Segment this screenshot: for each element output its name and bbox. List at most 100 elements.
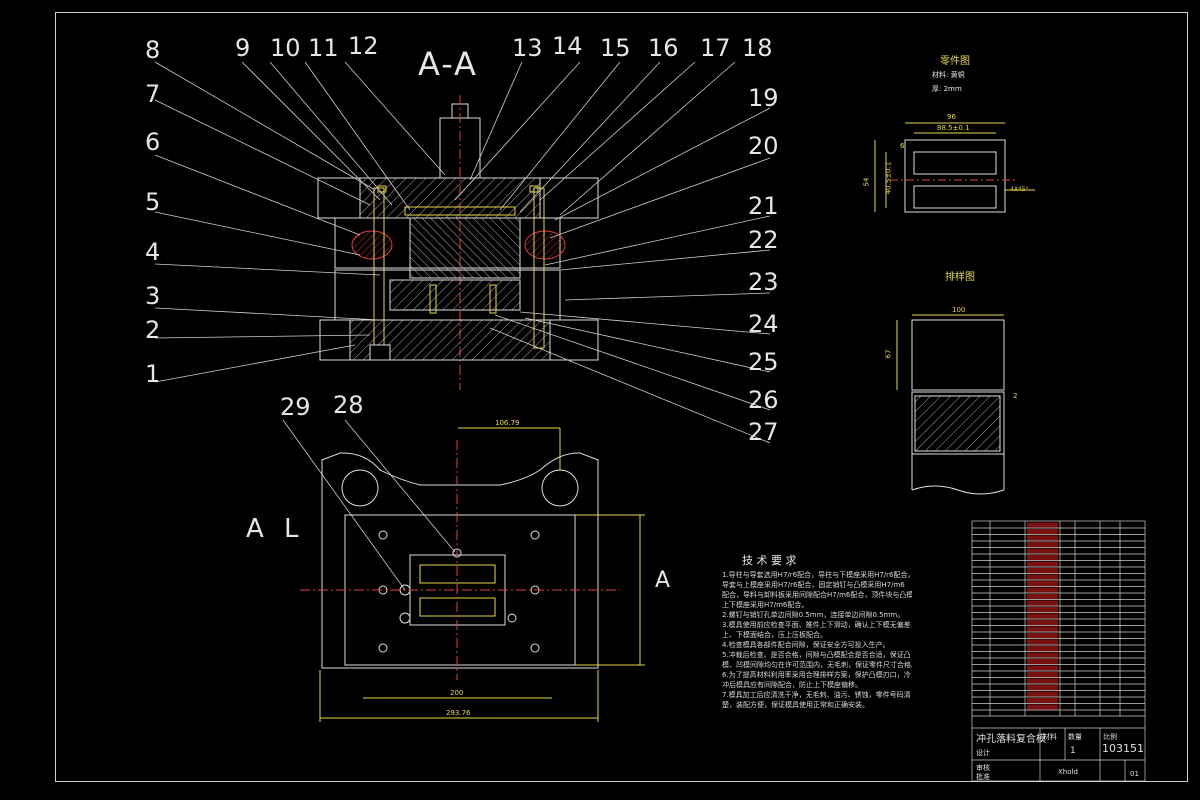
tech-line: 1.导柱与导套选用H7/r6配合，导柱与下模座采用H7/r6配合， xyxy=(722,571,912,579)
tech-requirements-title: 技 术 要 求 xyxy=(742,554,797,567)
parts-list-cell xyxy=(1027,574,1058,580)
parts-list-cell xyxy=(1027,639,1058,645)
part-view-thickness: 厚: 2mm xyxy=(932,85,962,93)
balloon-22: 22 xyxy=(748,226,779,254)
tech-line: 导套与上模座采用H7/r6配合，固定销钉与凸模采用H7/m6 xyxy=(722,581,905,589)
section-label: A-A xyxy=(418,45,478,83)
title-block-name: 冲孔落料复合模 xyxy=(976,734,1046,745)
parts-list-cell xyxy=(1027,672,1058,677)
dim-plan-width: 106.79 xyxy=(495,419,520,427)
balloon-3: 3 xyxy=(145,282,161,310)
view-label-right: A xyxy=(655,568,671,593)
balloon-13: 13 xyxy=(512,34,543,62)
balloon-7: 7 xyxy=(145,80,161,108)
section-view xyxy=(317,95,599,390)
title-block-drawing-no: 103151 xyxy=(1102,742,1144,755)
balloon-8: 8 xyxy=(145,36,161,64)
tech-line: 上、下模面结合，压上压板配合。 xyxy=(722,631,827,639)
plan-view xyxy=(300,427,645,722)
title-block-red-cells xyxy=(1027,522,1058,710)
parts-list-cell xyxy=(1027,633,1058,638)
balloon-17: 17 xyxy=(700,34,731,62)
title-block-page: 01 xyxy=(1130,770,1139,778)
parts-list-cell xyxy=(1027,678,1058,684)
title-block-material-label: 材料 xyxy=(1043,733,1057,741)
balloon-21: 21 xyxy=(748,192,779,220)
parts-list-cell xyxy=(1027,620,1058,625)
part-view-title: 零件图 xyxy=(940,56,970,67)
dim-strip-100: 100 xyxy=(952,306,966,314)
title-block-sheet: 1 xyxy=(1070,746,1076,756)
balloon-27: 27 xyxy=(748,418,779,446)
balloon-23: 23 xyxy=(748,268,779,296)
title-block-designer-label: 设计 xyxy=(976,749,990,757)
tech-line: 4.检查模具各部件配合间隙，保证安全方可投入生产。 xyxy=(722,641,890,649)
parts-list-cell xyxy=(1027,522,1058,528)
dim-part-88: 88.5±0.1 xyxy=(937,124,970,132)
tech-line: 冲后模具应有间隙配合，防止上下模座偏移。 xyxy=(722,681,862,689)
dim-part-40: 40.5±0.1 xyxy=(884,161,893,195)
parts-list-cell xyxy=(1027,561,1058,567)
title-block-scale-label: 比例 xyxy=(1103,733,1117,741)
parts-list-cell xyxy=(1027,613,1058,619)
parts-list-cell xyxy=(1027,607,1058,612)
balloon-11: 11 xyxy=(308,34,339,62)
view-label-left: A L xyxy=(246,514,305,544)
parts-list-cell xyxy=(1027,555,1058,560)
parts-list-cell xyxy=(1027,626,1058,632)
parts-list-cell xyxy=(1027,587,1058,593)
parts-list-cell xyxy=(1027,535,1058,541)
tech-line: 模、凹模间隙均匀在许可范围内，无毛刺，保证零件尺寸合格。 xyxy=(722,661,912,669)
dim-part-chamfer: 4X45° xyxy=(1010,186,1029,193)
dim-plan-inner: 200 xyxy=(450,689,464,697)
parts-list-cell xyxy=(1027,542,1058,547)
balloon-14: 14 xyxy=(552,32,583,60)
parts-list-cell xyxy=(1027,652,1058,658)
title-block-approve-label: 批准 xyxy=(976,773,990,781)
part-view-material: 材料: 黄铜 xyxy=(932,71,965,79)
tech-line: 7.模具加工后应清洗干净，无毛刺、油污、锈蚀，零件号码清 xyxy=(722,691,911,699)
balloon-16: 16 xyxy=(648,34,679,62)
title-block-checker-label: 审核 xyxy=(976,764,990,772)
balloon-15: 15 xyxy=(600,34,631,62)
balloon-12: 12 xyxy=(348,32,379,60)
balloon-24: 24 xyxy=(748,310,779,338)
parts-list-cell xyxy=(1027,594,1058,599)
dim-part-6: 6 xyxy=(900,142,905,150)
balloon-19: 19 xyxy=(748,84,779,112)
tech-line: 5.冲裁后检查、是否合格，间隙与凸模配合是否合适，保证凸 xyxy=(722,651,911,659)
leader-lines xyxy=(154,61,771,591)
balloon-20: 20 xyxy=(748,132,779,160)
tech-line: 2.螺钉与销钉孔单边间隙0.5mm，连接单边间隙0.5mm。 xyxy=(722,611,905,619)
tech-line: 楚，装配方便，保证模具使用正常和正确安装。 xyxy=(722,701,869,709)
parts-list-cell xyxy=(1027,600,1058,606)
balloon-9: 9 xyxy=(235,34,251,62)
title-block-school: Xhold xyxy=(1058,768,1078,776)
layout-view-title: 排样图 xyxy=(945,272,975,283)
balloon-29: 29 xyxy=(280,393,311,421)
dim-part-96: 96 xyxy=(947,113,956,121)
dim-part-54: 54 xyxy=(862,177,871,187)
balloon-5: 5 xyxy=(145,188,161,216)
parts-list-cell xyxy=(1027,581,1058,586)
parts-list-cell xyxy=(1027,685,1058,690)
parts-list-cell xyxy=(1027,691,1058,697)
balloon-18: 18 xyxy=(742,34,773,62)
parts-list-cell xyxy=(1027,659,1058,664)
parts-list-cell xyxy=(1027,646,1058,651)
dim-strip-67: 67 xyxy=(884,349,893,359)
dim-strip-2: 2 xyxy=(1013,392,1018,400)
parts-list-cell xyxy=(1027,704,1058,710)
dim-plan-outer: 293.76 xyxy=(446,709,471,717)
balloon-2: 2 xyxy=(145,316,161,344)
parts-list-cell xyxy=(1027,568,1058,573)
drawing-frame xyxy=(55,12,1188,782)
balloon-28: 28 xyxy=(333,391,364,419)
balloon-10: 10 xyxy=(270,34,301,62)
parts-list-cell xyxy=(1027,548,1058,554)
title-block xyxy=(971,520,1146,782)
balloon-1: 1 xyxy=(145,360,161,388)
tech-line: 6.为了提高材料利用率采用合理排样方案，保护凸模刃口，冷 xyxy=(722,671,911,679)
balloon-6: 6 xyxy=(145,128,161,156)
